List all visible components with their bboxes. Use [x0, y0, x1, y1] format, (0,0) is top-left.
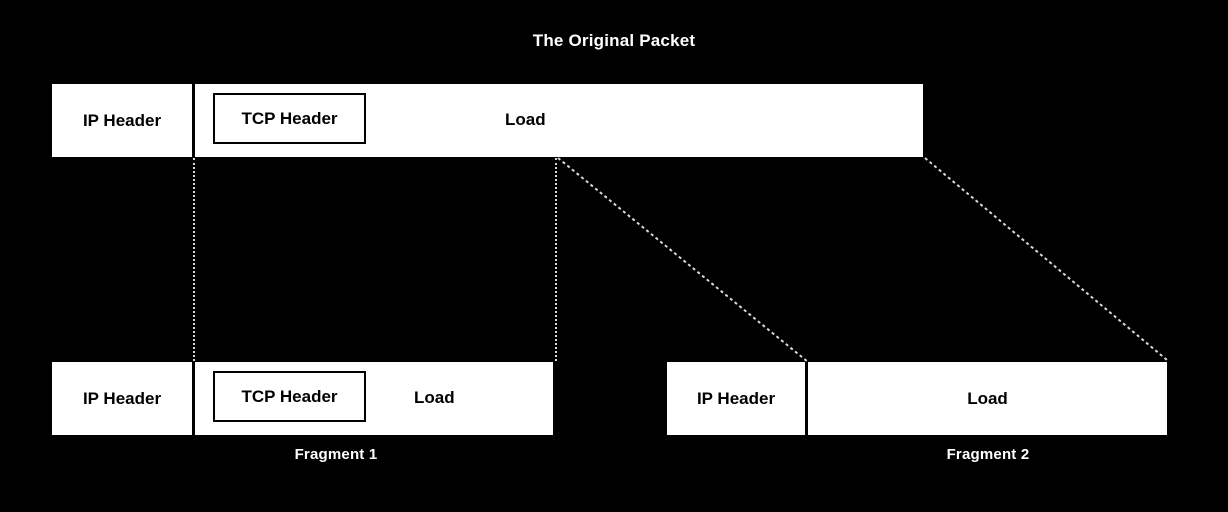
original-load-label: Load	[505, 110, 546, 129]
fragment2-load-label: Load	[967, 388, 1008, 408]
original-ip-header-label: IP Header	[82, 110, 162, 130]
fragment1-tcp-header-box: TCP Header	[213, 371, 366, 422]
fragment1-body-cell: TCP Header Load	[195, 362, 553, 435]
connector-diagonal-2	[924, 157, 1168, 361]
page-title: The Original Packet	[532, 31, 696, 50]
fragment1-load-label: Load	[414, 388, 455, 407]
fragment1-caption: Fragment 1	[294, 446, 378, 463]
original-ip-header-cell: IP Header	[52, 84, 192, 157]
connector-vertical-middle	[555, 158, 557, 361]
fragment1-ip-header-label: IP Header	[82, 388, 162, 408]
fragment2-caption: Fragment 2	[946, 446, 1030, 463]
fragment2-ip-header-cell: IP Header	[667, 362, 805, 435]
fragment2-ip-header-label: IP Header	[696, 388, 776, 408]
connector-diagonal-1	[557, 157, 809, 363]
fragment1-ip-header-cell: IP Header	[52, 362, 192, 435]
fragment2-body-cell: Load	[808, 362, 1167, 435]
original-tcp-header-box: TCP Header	[213, 93, 366, 144]
fragment1-tcp-header-label: TCP Header	[241, 386, 338, 406]
original-packet-body-cell: TCP Header Load	[195, 84, 923, 157]
original-tcp-header-label: TCP Header	[241, 108, 338, 128]
connector-vertical-left	[193, 158, 195, 361]
